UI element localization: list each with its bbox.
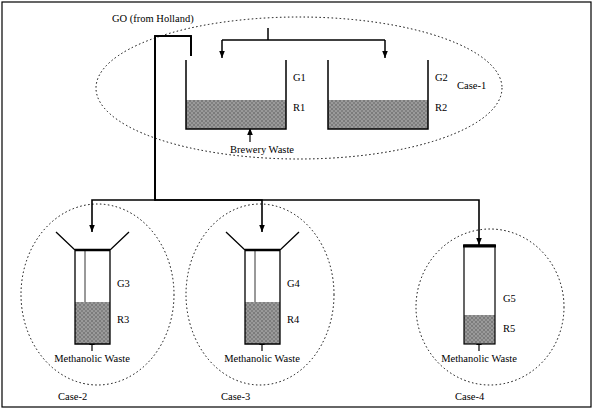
- reactor-label: R2: [435, 102, 447, 114]
- waste-label: Methanolic Waste: [441, 353, 517, 365]
- feed-line: [222, 28, 385, 58]
- reactor-tank: G3R3: [55, 232, 160, 346]
- case-label: Case-4: [455, 391, 484, 403]
- reactor-vessel: [185, 56, 315, 134]
- reactor-label: R3: [117, 314, 129, 326]
- reactor-vessel: [463, 245, 538, 346]
- reactor-tank: G2R2: [327, 56, 457, 134]
- reactor-vessel: [55, 232, 160, 346]
- reactor-label: G3: [117, 278, 130, 290]
- case-outline: [95, 16, 503, 160]
- reactor-tank: G1R1: [185, 56, 315, 134]
- effluent-line: [155, 36, 262, 232]
- reactor-vessel: [225, 232, 330, 346]
- case-label: Case-3: [221, 391, 250, 403]
- case-label: Case-1: [457, 80, 486, 92]
- waste-label: Methanolic Waste: [224, 353, 300, 365]
- reactor-label: G2: [435, 72, 448, 84]
- reactor-vessel: [327, 56, 457, 134]
- reactor-label: R1: [293, 102, 305, 114]
- effluent-line: [155, 36, 479, 245]
- case-region: Case-4 G5R5: [415, 228, 565, 407]
- reactor-tank: G5R5: [463, 245, 538, 346]
- reactor-label: G1: [293, 72, 306, 84]
- page-frame: [2, 2, 591, 407]
- reactor-label: R5: [503, 323, 515, 335]
- inlet-line: [92, 128, 479, 351]
- waste-label: Brewery Waste: [230, 144, 294, 156]
- case-region: Case-3 G4R4: [185, 203, 335, 407]
- reactor-label: R4: [287, 314, 299, 326]
- reactor-tank: G4R4: [225, 232, 330, 346]
- case-region: Case-1G1R1G2R2: [95, 16, 503, 160]
- case-region: Case-2 G3R3: [20, 203, 175, 407]
- feed-label: GO (from Holland): [112, 13, 194, 25]
- reactor-label: G5: [503, 293, 516, 305]
- reactor-label: G4: [287, 278, 300, 290]
- case-label: Case-2: [58, 391, 87, 403]
- waste-label: Methanolic Waste: [54, 353, 130, 365]
